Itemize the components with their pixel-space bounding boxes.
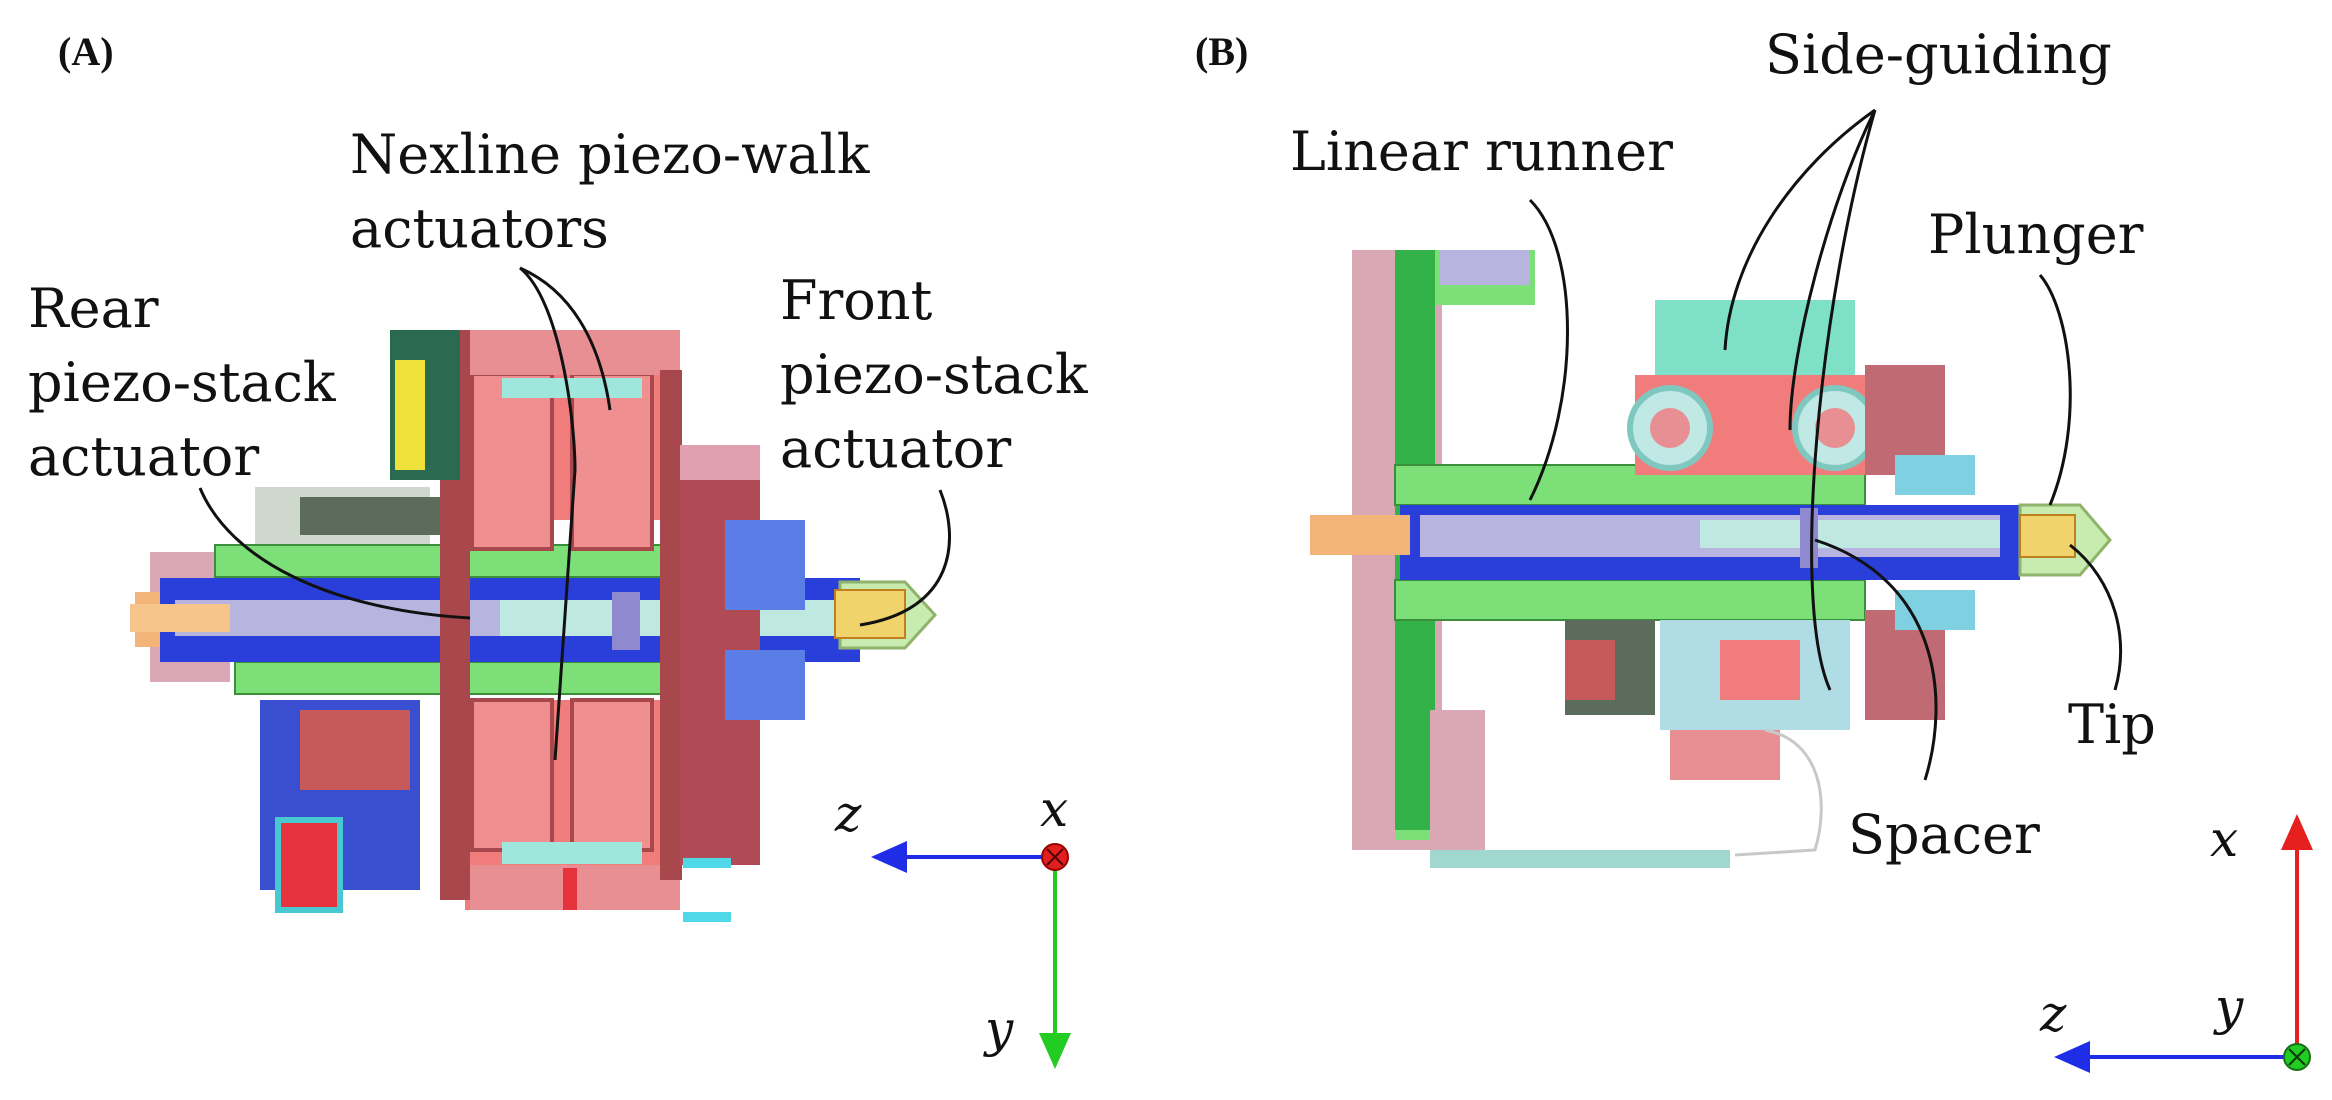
front-housing-cap — [680, 445, 760, 480]
cable-wire — [1734, 728, 1823, 857]
label-rear-line-3: actuator — [28, 425, 260, 488]
leader-plunger — [2038, 274, 2072, 506]
panel-b-leaders — [1528, 108, 2123, 781]
axis-a-y-label: y — [985, 1000, 1014, 1058]
side-guide-top — [1655, 300, 1855, 375]
leader-front — [859, 489, 951, 627]
right-nut-top — [1895, 455, 1975, 495]
label-nexline-actuators: Nexline piezo-walk actuators — [350, 118, 870, 266]
leader-spacer — [1814, 538, 1938, 781]
axis-b-z-label: z — [2040, 985, 2067, 1043]
leader-rear — [198, 487, 471, 620]
lower-block-red — [1565, 640, 1615, 700]
side-guide-bottom-red — [1720, 640, 1800, 700]
side-guide-pins — [1670, 730, 1780, 780]
nexline-stripe-bottom — [563, 868, 577, 910]
rear-bracket — [1440, 250, 1530, 285]
cyan-mark-1 — [683, 858, 731, 868]
cable-plate — [1430, 850, 1730, 868]
label-linear-runner: Linear runner — [1290, 120, 1673, 183]
guide-roller-right-core — [1815, 408, 1855, 448]
leader-side-guiding-1 — [1723, 108, 1876, 351]
nexline-cyan-top — [502, 378, 642, 398]
spacer-a — [612, 592, 640, 650]
axis-b-origin-mark-2 — [2288, 1048, 2306, 1066]
label-plunger: Plunger — [1928, 203, 2144, 266]
nexline-frame-bottom-2 — [570, 698, 654, 852]
leader-nexline-1 — [519, 266, 612, 411]
axis-a-x-label: x — [1040, 780, 1069, 838]
rear-connector-b — [1310, 515, 1410, 555]
guide-roller-left-core — [1650, 408, 1690, 448]
panel-b-axes — [2054, 814, 2313, 1073]
nexline-cyan-bottom — [502, 842, 642, 864]
axis-a-origin-mark-2 — [1046, 848, 1064, 866]
label-nexline-line-1: Nexline piezo-walk — [350, 123, 870, 186]
label-tip: Tip — [2068, 693, 2156, 756]
right-nut-bottom — [1895, 590, 1975, 630]
cable-riser — [1430, 710, 1485, 850]
label-side-guiding: Side-guiding — [1765, 23, 2112, 86]
axis-b-x-label: x — [2210, 810, 2239, 868]
label-front-piezo-stack: Front piezo-stack actuator — [780, 264, 1088, 486]
central-housing-dark — [300, 497, 440, 535]
cyan-mark-2 — [683, 912, 731, 922]
label-front-line-1: Front — [780, 269, 933, 332]
leader-side-guiding-3 — [1810, 109, 1877, 691]
nexline-frame-bottom — [470, 698, 554, 852]
panel-a-leaders — [198, 266, 951, 761]
plunger-stack — [2019, 514, 2076, 558]
label-rear-line-2: piezo-stack — [28, 351, 336, 414]
panel-a-label: (A) — [58, 29, 114, 74]
leader-linear-runner — [1528, 198, 1569, 501]
leader-side-guiding-2 — [1788, 109, 1877, 431]
nexline-frame-top-2 — [570, 372, 654, 551]
label-nexline-line-2: actuators — [350, 197, 609, 260]
axis-b-y-label: y — [2215, 978, 2244, 1036]
panel-b-device — [1310, 250, 2112, 868]
panel-b-label: (B) — [1195, 29, 1249, 74]
panel-a-device — [130, 330, 938, 922]
green-runner-bottom — [1394, 579, 1866, 621]
axis-a-z-label: z — [835, 785, 862, 843]
label-front-line-2: piezo-stack — [780, 343, 1088, 406]
rear-connector — [130, 604, 230, 632]
label-rear-piezo-stack: Rear piezo-stack actuator — [28, 272, 336, 494]
nexline-frame-top — [470, 372, 554, 551]
front-nut-2 — [725, 650, 805, 720]
leader-nexline-2 — [519, 266, 577, 761]
panel-a-axes — [871, 841, 1071, 1069]
rear-wiring-red — [300, 710, 410, 790]
nexline-outer-top — [470, 330, 680, 375]
front-stack — [834, 589, 906, 639]
front-nut — [725, 520, 805, 610]
spacer-b — [1800, 508, 1818, 568]
frame-right — [660, 370, 682, 880]
rear-coil — [275, 817, 343, 913]
label-spacer: Spacer — [1848, 803, 2040, 866]
label-rear-line-1: Rear — [28, 277, 159, 340]
runner-core-right — [1700, 520, 2000, 548]
rear-column-yellow — [395, 360, 425, 470]
leader-tip — [2069, 543, 2123, 691]
label-front-line-3: actuator — [780, 417, 1012, 480]
